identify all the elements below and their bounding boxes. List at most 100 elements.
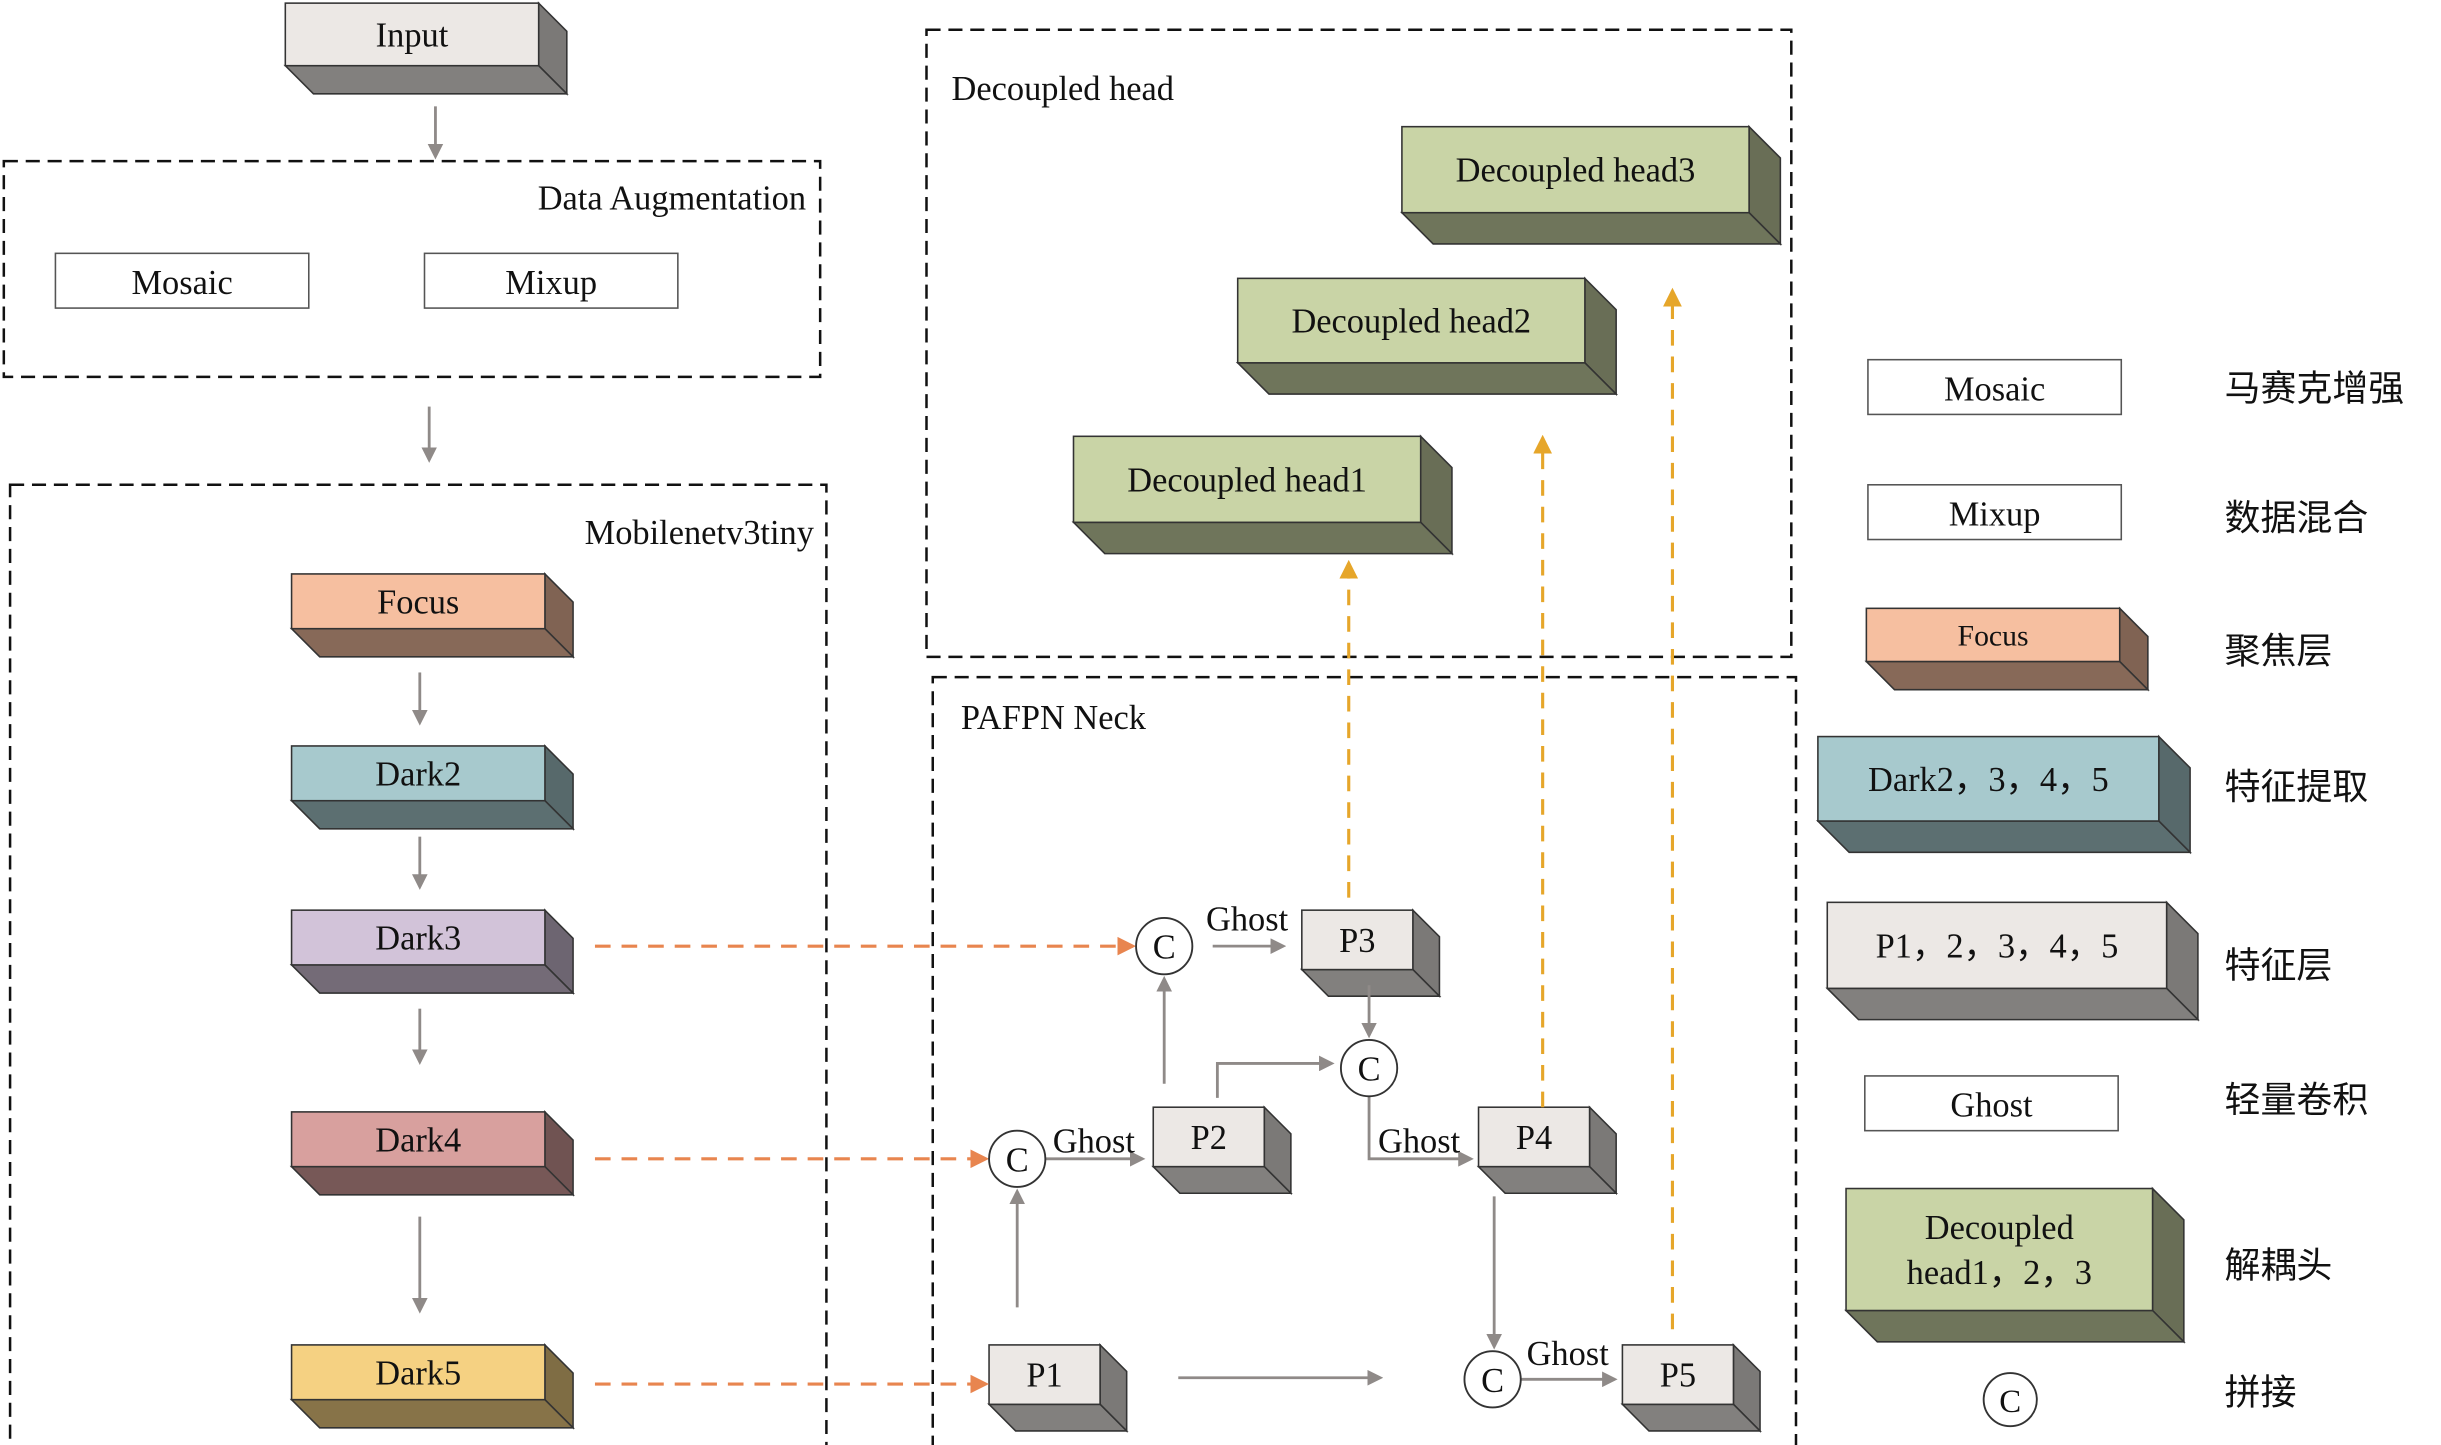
concat-node-3[interactable]: C xyxy=(988,1129,1047,1188)
box-front-face xyxy=(1621,1344,1735,1406)
legend-mixup-meaning: 数据混合 xyxy=(2224,498,2368,539)
legend: Mosaic 马赛克增强 Mixup 数据混合 聚焦层 特征提取 特征层 Gho… xyxy=(1864,358,2404,1428)
backbone-title: Mobilenetv3tiny xyxy=(585,514,815,552)
legend-feature-swatch[interactable]: P1，2，3，4，5 xyxy=(1825,900,2200,1022)
concat-symbol: C xyxy=(1358,1051,1381,1089)
concat-node-2[interactable]: C xyxy=(1339,1039,1399,1098)
legend-focus-swatch-label: Focus xyxy=(1958,620,2029,652)
dark5-block[interactable]: Dark5 xyxy=(289,1343,575,1430)
legend-mosaic-meaning: 马赛克增强 xyxy=(2224,368,2404,409)
ghost-label-p4: Ghost xyxy=(1378,1123,1461,1161)
legend-concat-swatch xyxy=(1982,1372,2038,1428)
legend-ghost-swatch xyxy=(1864,1075,2119,1132)
p1-block[interactable]: P1 xyxy=(987,1343,1129,1433)
dark3-block-label: Dark3 xyxy=(375,920,461,958)
box-bottom-face xyxy=(289,1398,575,1429)
focus-block[interactable]: Focus xyxy=(289,572,575,659)
legend-concat-symbol: C xyxy=(1999,1384,2021,1420)
dark2-block-label: Dark2 xyxy=(375,755,461,793)
head-title: Decoupled head xyxy=(952,70,1174,108)
data-augmentation-title: Data Augmentation xyxy=(538,180,806,218)
box-front-face xyxy=(1845,1187,2154,1312)
box-bottom-face xyxy=(289,799,575,830)
legend-feature-swatch-label: P1，2，3，4，5 xyxy=(1876,927,2119,965)
box-front-face xyxy=(1865,607,2121,663)
box-front-face xyxy=(1072,435,1422,524)
input-block-label: Input xyxy=(376,16,449,54)
input-block[interactable]: Input xyxy=(283,1,569,96)
p1-block-label: P1 xyxy=(1026,1357,1062,1395)
p2-block-label: P2 xyxy=(1191,1119,1227,1157)
p4-block[interactable]: P4 xyxy=(1476,1105,1619,1196)
legend-dark-meaning: 特征提取 xyxy=(2224,767,2368,808)
box-bottom-face xyxy=(1844,1309,2186,1343)
box-front-face xyxy=(1817,735,2160,822)
box-front-face xyxy=(290,745,546,802)
box-bottom-face xyxy=(289,964,575,994)
decoupled-head2-block-label: Decoupled head2 xyxy=(1291,303,1531,341)
mixup-label: Mixup xyxy=(505,264,597,302)
box-bottom-face xyxy=(1400,211,1783,245)
decoupled-head1-block[interactable]: Decoupled head1 xyxy=(1071,434,1454,556)
dark4-block[interactable]: Dark4 xyxy=(289,1110,575,1197)
box-front-face xyxy=(1152,1106,1266,1168)
dark2-block[interactable]: Dark2 xyxy=(289,744,575,831)
legend-focus-meaning: 聚焦层 xyxy=(2224,631,2332,672)
box-bottom-face xyxy=(283,64,569,95)
legend-mixup-symbol: Mixup xyxy=(1949,495,2041,533)
legend-head-swatch-label: Decoupled xyxy=(1925,1209,2074,1247)
decoupled-head1-block-label: Decoupled head1 xyxy=(1127,461,1367,499)
legend-ghost-symbol: Ghost xyxy=(1950,1087,2033,1125)
mixup-box[interactable] xyxy=(423,252,679,309)
concat-symbol: C xyxy=(1006,1141,1029,1179)
box-bottom-face xyxy=(1235,362,1619,395)
concat-node-1[interactable]: C xyxy=(1135,917,1194,976)
box-bottom-face xyxy=(1825,987,2200,1021)
box-bottom-face xyxy=(1816,820,2192,854)
box-front-face xyxy=(290,573,546,630)
mosaic-box[interactable] xyxy=(54,252,310,309)
decoupled-head2-block[interactable]: Decoupled head2 xyxy=(1235,276,1619,396)
focus-block-label: Focus xyxy=(377,583,459,621)
dark3-block[interactable]: Dark3 xyxy=(289,908,575,995)
box-bottom-face xyxy=(289,1165,575,1196)
concat-symbol: C xyxy=(1481,1362,1504,1400)
data-augmentation-group xyxy=(2,159,822,379)
neck-title: PAFPN Neck xyxy=(961,699,1147,737)
p5-block[interactable]: P5 xyxy=(1620,1343,1762,1433)
box-bottom-face xyxy=(1864,660,2150,691)
dark4-block-label: Dark4 xyxy=(375,1121,461,1159)
legend-focus-swatch[interactable]: Focus xyxy=(1864,606,2150,692)
legend-feature-meaning: 特征层 xyxy=(2224,945,2332,986)
box-front-face xyxy=(1236,277,1586,364)
legend-head-swatch[interactable]: Decoupled head1，2，3 xyxy=(1844,1186,2186,1344)
p4-block-label: P4 xyxy=(1516,1119,1552,1157)
mosaic-label: Mosaic xyxy=(131,264,232,302)
box-bottom-face xyxy=(1071,521,1454,555)
backbone-group xyxy=(8,483,828,1445)
legend-head-swatch-label: head1，2，3 xyxy=(1907,1254,2092,1292)
concat-node-4[interactable]: C xyxy=(1463,1350,1522,1409)
box-front-face xyxy=(1826,901,2168,990)
legend-dark-swatch-label: Dark2，3，4，5 xyxy=(1868,761,2109,799)
box-front-face xyxy=(1477,1106,1591,1168)
p2-block[interactable]: P2 xyxy=(1151,1105,1293,1196)
p5-block-label: P5 xyxy=(1660,1357,1696,1395)
legend-concat-meaning: 拼接 xyxy=(2224,1372,2296,1413)
arrow-p2-to-c2 xyxy=(1215,1055,1335,1098)
box-front-face xyxy=(1401,125,1750,214)
ghost-label-p3: Ghost xyxy=(1206,900,1289,938)
box-front-face xyxy=(988,1344,1101,1406)
box-bottom-face xyxy=(289,627,575,658)
legend-dark-swatch[interactable]: Dark2，3，4，5 xyxy=(1816,734,2192,855)
box-front-face xyxy=(1301,909,1414,971)
legend-mosaic-symbol: Mosaic xyxy=(1944,370,2045,408)
p3-block[interactable]: P3 xyxy=(1299,908,1442,999)
decoupled-head3-block[interactable]: Decoupled head3 xyxy=(1400,124,1783,246)
legend-mosaic-swatch xyxy=(1867,358,2123,416)
dark5-block-label: Dark5 xyxy=(375,1354,461,1392)
ghost-label-p5: Ghost xyxy=(1527,1335,1610,1373)
decoupled-head3-block-label: Decoupled head3 xyxy=(1456,152,1696,190)
ghost-label-p2: Ghost xyxy=(1053,1123,1136,1161)
